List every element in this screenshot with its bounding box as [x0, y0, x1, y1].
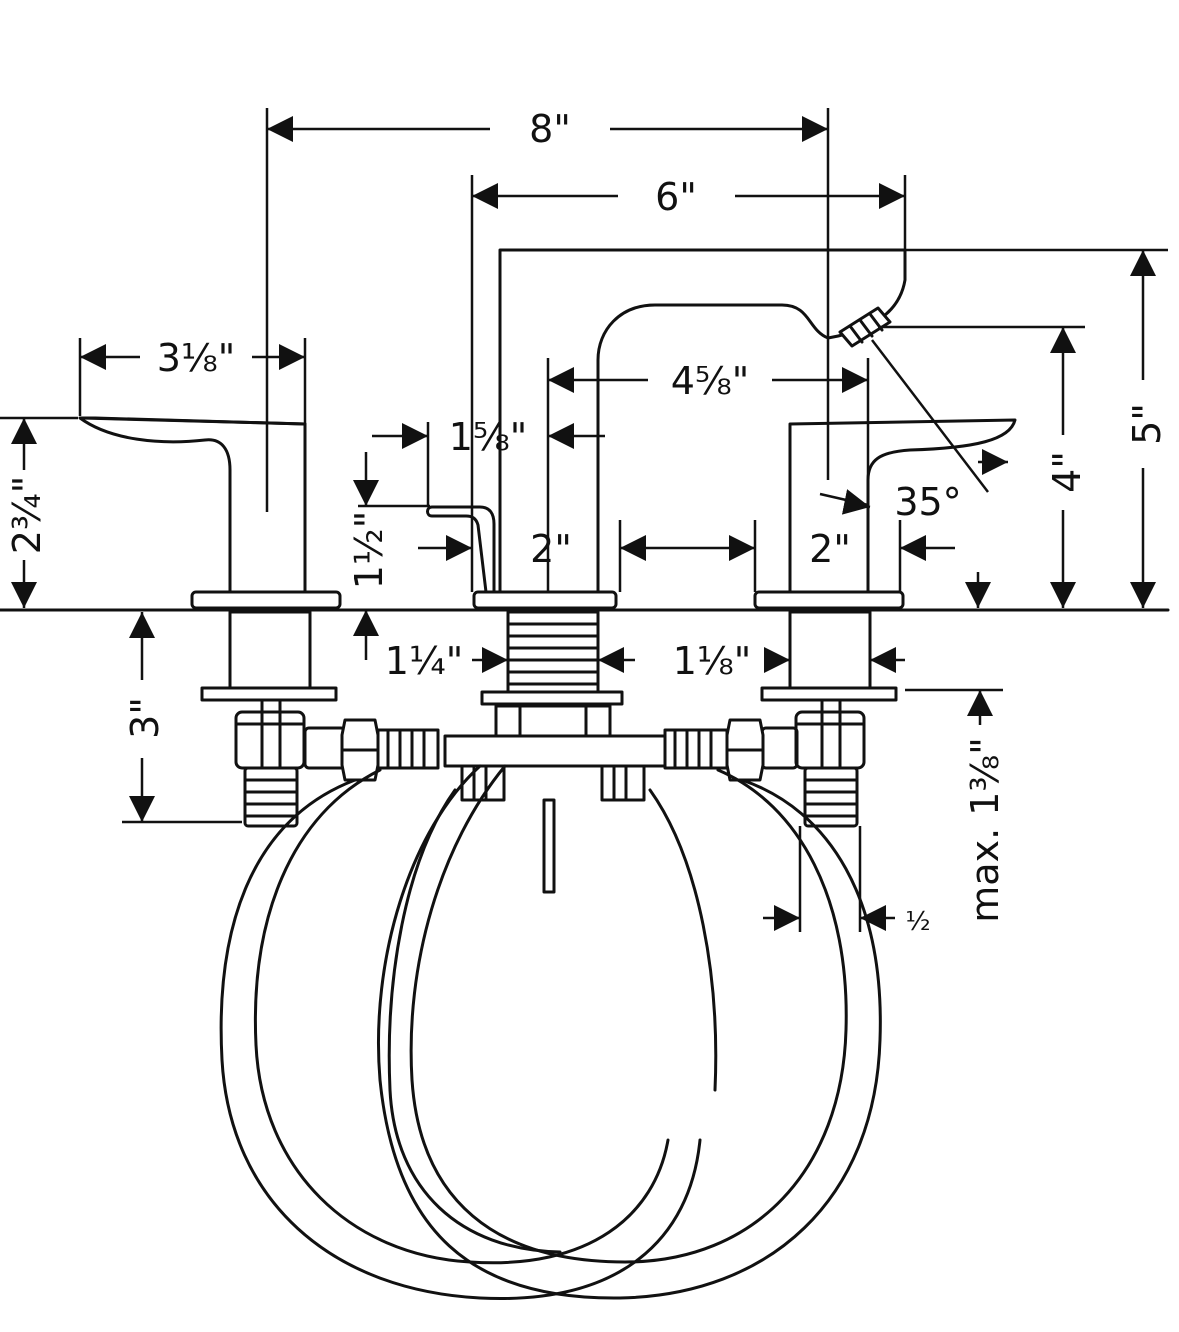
- label-spout-reach: 4⅝": [671, 359, 750, 403]
- label-shank-length: 3": [123, 697, 167, 739]
- supply-hoses: [219, 764, 882, 1301]
- label-max-deck: max. 1⅜": [963, 737, 1007, 922]
- label-spout-base-width: 2": [530, 527, 572, 571]
- label-popup-height: 1½": [347, 511, 391, 590]
- label-spout-height: 5": [1125, 403, 1169, 445]
- drawing: [0, 248, 1170, 1301]
- label-spout-centers: 6": [655, 175, 697, 219]
- left-handle: [78, 416, 342, 610]
- label-spray-angle: 35°: [894, 480, 961, 524]
- label-handle-height: 2¾": [5, 476, 49, 555]
- popup-rod: [426, 505, 496, 594]
- dimension-lines: [0, 108, 1168, 932]
- left-valve-body: [200, 610, 440, 828]
- spout: [443, 248, 907, 894]
- label-drain-shank-dia: 1¼": [385, 639, 464, 683]
- label-overall-width: 8": [529, 107, 571, 151]
- right-valve-body: [663, 610, 898, 828]
- dimension-labels: 8" 6" 3⅛" 2¾" 1⅝" 1½" 4⅝" 2" 2" 2" 35° 4…: [5, 107, 1169, 937]
- label-handle-length: 3⅛": [157, 336, 236, 380]
- label-popup-offset: 1⅝": [449, 415, 528, 459]
- label-valve-shank-dia: 1⅛": [673, 639, 752, 683]
- right-handle: [753, 418, 1017, 610]
- label-aerator-height: 4": [1045, 451, 1089, 493]
- label-connection-size: ½: [905, 907, 930, 937]
- label-valve-base-width: 2": [809, 527, 851, 571]
